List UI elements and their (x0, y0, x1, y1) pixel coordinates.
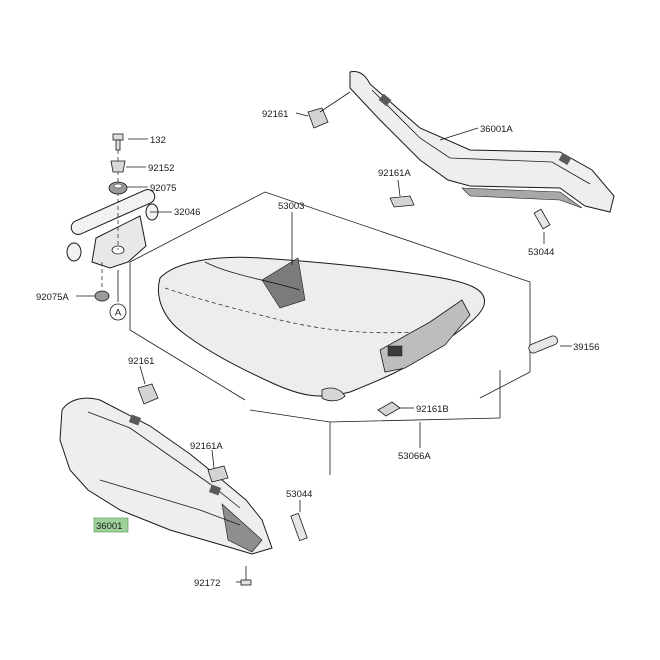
callout-labels: 132 92152 92075 32046 92075A 92161 36001… (36, 109, 599, 589)
collar-92152[interactable] (110, 160, 126, 173)
callout-92172: 92172 (194, 578, 220, 589)
callout-36001-highlight (93, 517, 129, 533)
bolt-132[interactable] (112, 133, 124, 151)
callout-92161b: 92161B (416, 404, 449, 415)
callout-92152: 92152 (148, 163, 174, 174)
callout-53066a: 53066A (398, 451, 431, 462)
callout-53044-top: 53044 (528, 247, 554, 258)
callout-92075a: 92075A (36, 292, 69, 303)
clip-92161a-mid[interactable] (207, 465, 229, 483)
grommet-53044-top[interactable] (533, 208, 551, 230)
callout-39156: 39156 (573, 342, 599, 353)
reference-a-label: A (115, 308, 122, 319)
callout-92161-left: 92161 (128, 356, 154, 367)
clip-92161-left[interactable] (137, 383, 159, 405)
clip-92161a-top[interactable] (389, 195, 415, 208)
cover-36001[interactable] (59, 397, 273, 555)
callout-36001: 36001 (96, 521, 122, 532)
callout-53044-bottom: 53044 (286, 489, 312, 500)
callout-53003: 53003 (278, 201, 304, 212)
screw-92172[interactable] (240, 566, 252, 586)
grommet-39156[interactable] (528, 335, 559, 355)
callout-32046: 32046 (174, 207, 200, 218)
reference-a-marker: A (109, 303, 127, 321)
callout-92161a-top: 92161A (378, 168, 411, 179)
bracket-32046[interactable] (66, 150, 159, 302)
clip-92161b[interactable] (377, 401, 401, 417)
leader-lines (76, 91, 572, 583)
damper-92075a[interactable] (94, 290, 110, 302)
seat-53003[interactable] (158, 256, 486, 402)
cover-36001a[interactable] (349, 71, 615, 213)
callout-36001a: 36001A (480, 124, 513, 135)
grommet-53044-bottom[interactable] (290, 512, 308, 542)
callout-92161a-mid: 92161A (190, 441, 223, 452)
callout-132: 132 (150, 135, 166, 146)
callout-92161-top: 92161 (262, 109, 288, 120)
callout-92075: 92075 (150, 183, 176, 194)
damper-92075[interactable] (108, 181, 128, 195)
seat-assembly-frame (129, 191, 531, 475)
clip-92161-top[interactable] (307, 107, 329, 129)
